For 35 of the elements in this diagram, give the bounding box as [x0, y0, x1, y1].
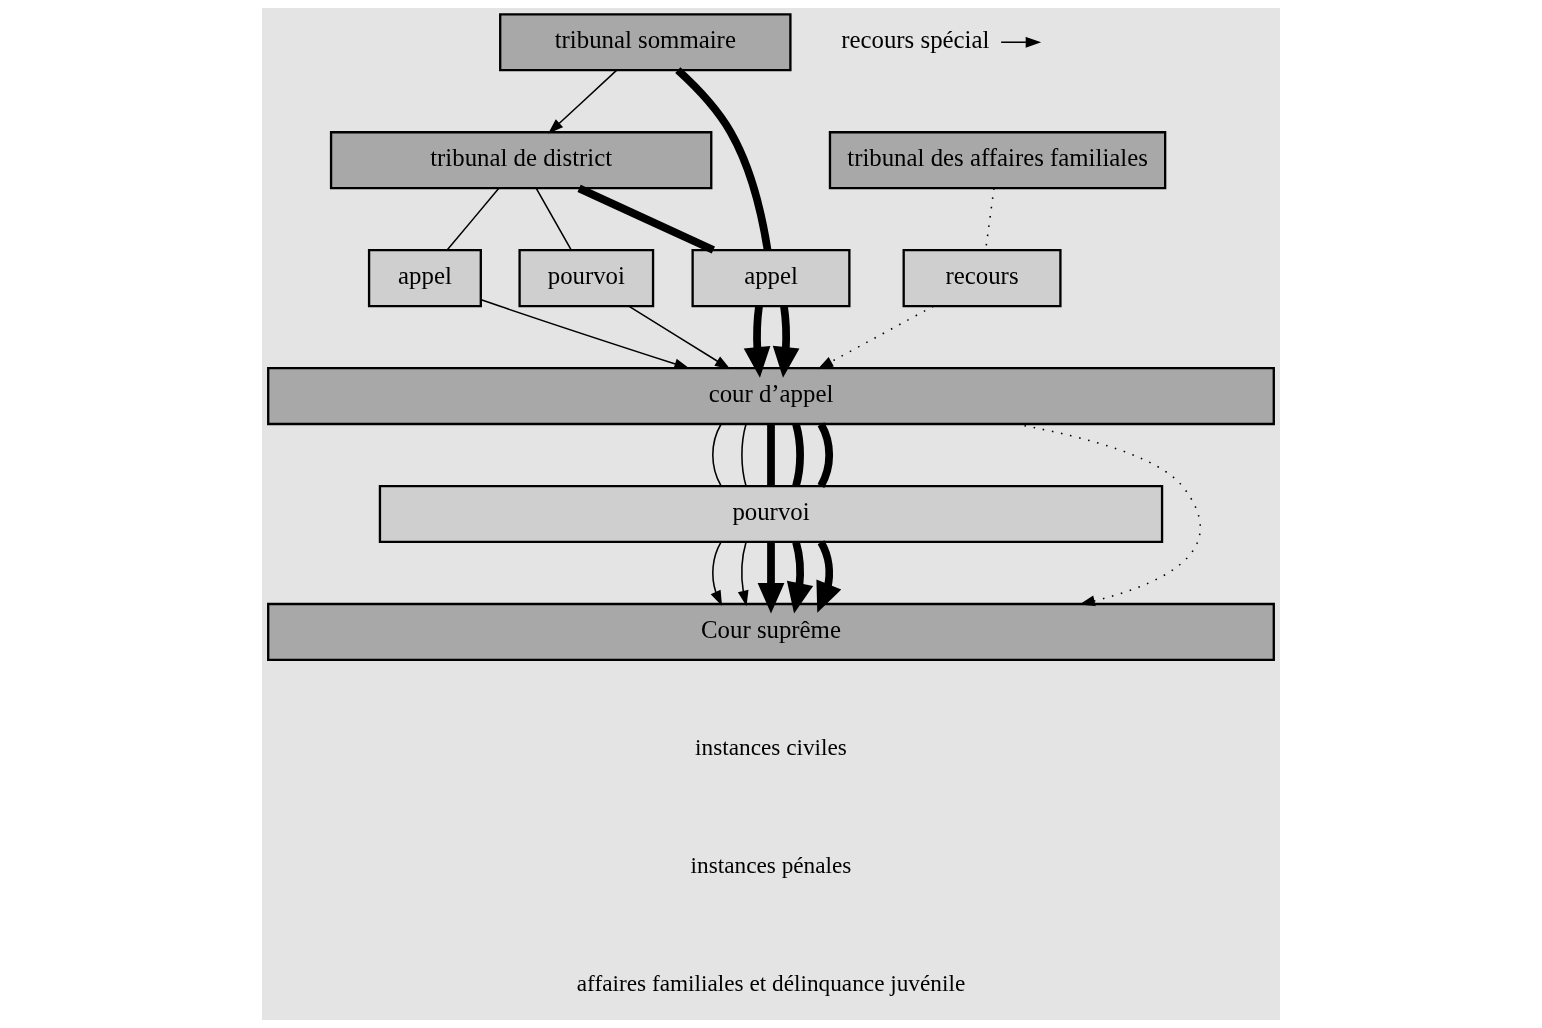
arrow — [816, 540, 842, 613]
arrow — [743, 305, 771, 378]
arrow — [786, 541, 814, 614]
connector — [446, 187, 500, 251]
node-box: pourvoi — [518, 249, 655, 308]
connector — [535, 187, 573, 251]
node-box: appel — [367, 249, 482, 308]
arrow — [548, 69, 618, 134]
legend-label: instances pénales — [690, 852, 852, 879]
arrow — [628, 305, 731, 370]
arrow — [710, 541, 723, 607]
connector — [741, 423, 747, 487]
connector — [675, 67, 772, 251]
connector — [712, 423, 722, 487]
arrow — [757, 542, 785, 614]
arrow — [817, 305, 934, 370]
connector — [767, 424, 775, 486]
node-box: tribunal de district — [329, 131, 713, 190]
arrow — [480, 298, 690, 370]
node-box: recours — [902, 249, 1062, 308]
connector — [577, 184, 715, 254]
arrow — [1000, 36, 1042, 48]
node-box: pourvoi — [378, 484, 1164, 544]
node-box: cour d’appel — [267, 366, 1275, 426]
legend-label: instances civiles — [695, 734, 847, 761]
legend-label: affaires familiales et délinquance juvénile — [576, 970, 966, 997]
node-box: tribunal sommaire — [499, 13, 792, 72]
connector — [792, 423, 804, 487]
node-box: tribunal des affaires familiales — [828, 131, 1167, 190]
node-box: appel — [691, 249, 851, 308]
node-box: Cour suprême — [267, 602, 1275, 662]
connector — [817, 422, 834, 488]
arrow — [737, 541, 749, 607]
node-text: recours spécial — [841, 26, 990, 54]
arrow — [772, 305, 800, 378]
